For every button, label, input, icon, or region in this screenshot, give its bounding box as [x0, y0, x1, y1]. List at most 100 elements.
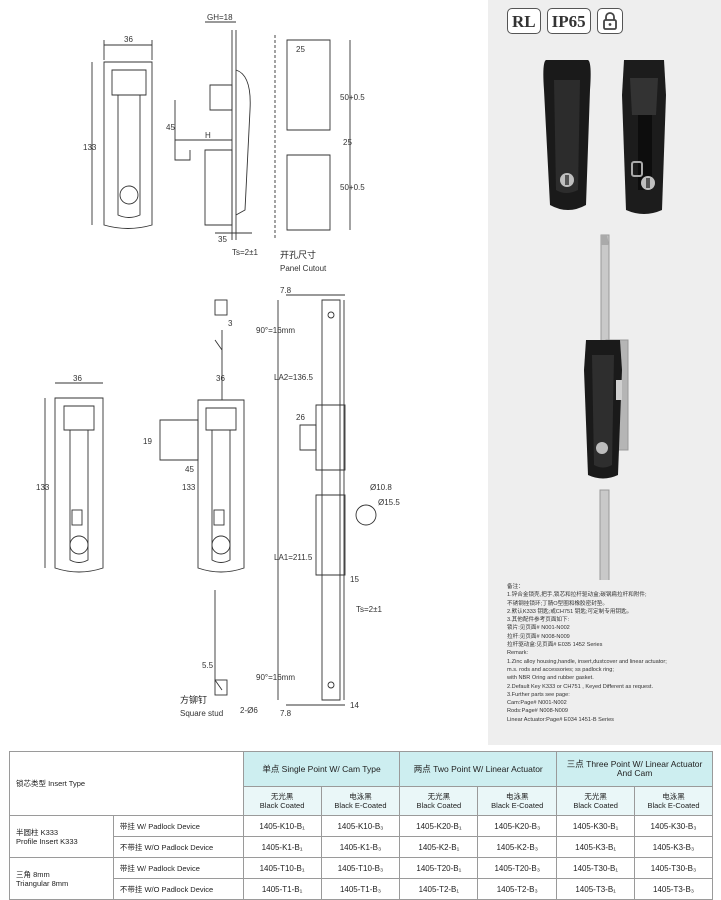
dim-36b: 36 — [216, 374, 225, 383]
lock-photos — [543, 60, 666, 580]
note-line: 1.Zinc alloy housing,handle, insert,dust… — [507, 658, 667, 665]
panel-cutout-drawing — [286, 39, 331, 131]
dim-55: 5.5 — [202, 661, 214, 670]
dim-35: 35 — [218, 235, 227, 244]
part-code: 1405-T30-B₃ — [634, 857, 713, 879]
group-two-point: 两点 Two Point W/ Linear Actuator — [399, 751, 558, 787]
part-code: 1405-T1-B₁ — [242, 878, 322, 900]
cutout-caption-cn: 开孔尺寸 — [280, 249, 316, 260]
part-code: 1405-T10-B₁ — [242, 857, 322, 879]
part-code: 1405-K10-B₃ — [320, 815, 401, 837]
part-code: 1405-K3-B₃ — [634, 836, 713, 858]
dim-25b: 25 — [343, 138, 352, 147]
note-line: 1.锌合金锁壳,把手,锁芯和拉杆驱动盒;碳钢扁拉杆和附件; — [507, 592, 647, 599]
dim-h: H — [205, 131, 211, 140]
dim-dia108: Ø10.8 — [370, 483, 392, 492]
dim-14: 14 — [350, 701, 359, 710]
table-row: 不带挂 W/O Padlock Device 1405-K1-B₁ 1405-K… — [10, 836, 713, 858]
note-line: 备注： — [507, 584, 524, 590]
dim-36a: 36 — [73, 374, 82, 383]
note-line: 3.Further parts see page: — [507, 691, 570, 698]
note-line: Remark: — [507, 650, 529, 657]
part-code: 1405-T20-B₃ — [477, 857, 558, 879]
product-photo-panel: RL IP65 — [488, 0, 721, 745]
part-code: 1405-K20-B₃ — [477, 815, 558, 837]
stud-caption-cn: 方铆钉 — [180, 694, 207, 705]
part-code: 1405-T20-B₁ — [399, 857, 479, 879]
dim-78a: 7.8 — [280, 286, 292, 295]
finish-en: Black Coated — [573, 801, 618, 810]
finish-en: Black E-Coated — [334, 801, 387, 810]
padlock-icon — [596, 8, 623, 34]
table-row: 不带挂 W/O Padlock Device 1405-T1-B₁ 1405-T… — [10, 878, 713, 900]
part-code: 1405-K10-B₁ — [242, 815, 322, 837]
handle-front-view — [103, 61, 153, 229]
part-code: 1405-T3-B₃ — [634, 878, 713, 900]
insert-type-header: 锁芯类型 Insert Type — [9, 751, 244, 816]
dim-25a: 25 — [296, 45, 305, 54]
linear-actuator-side-view — [321, 299, 341, 701]
insert-cn: 半圆柱 K333 — [16, 827, 59, 837]
dim-ts2: Ts=2±1 — [356, 605, 383, 614]
part-code: 1405-T1-B₃ — [320, 878, 401, 900]
technical-drawing: GH=18 36 133 45 H 35 Ts=2±1 25 25 50+0.5… — [36, 13, 400, 718]
lock-photo-with-rods — [584, 234, 629, 580]
lock-photo-front — [543, 60, 591, 210]
finish-cn: 无光黑 — [584, 792, 607, 801]
note-line: 拉杆驱动盒:见页面# E035 1452 Series — [507, 642, 603, 649]
finish-cn: 电泳黑 — [662, 792, 685, 801]
part-code: 1405-K30-B₁ — [556, 815, 636, 837]
note-line: 2.Default Key K333 or CH751 , Keyed Diff… — [507, 683, 654, 690]
group-three-point: 三点 Three Point W/ Linear Actuator And Ca… — [556, 751, 713, 787]
part-code: 1405-T10-B₃ — [320, 857, 401, 879]
dim-50a: 50+0.5 — [340, 93, 365, 102]
part-code: 1405-K1-B₁ — [242, 836, 322, 858]
ip65-badge: IP65 — [546, 8, 591, 34]
finish-cn: 电泳黑 — [505, 792, 529, 801]
rl-badge: RL — [507, 8, 541, 34]
dim-50b: 50+0.5 — [340, 183, 365, 192]
note-line: 锁片:见页面# N001-N002 — [507, 625, 570, 632]
dim-90a: 90°=16mm — [256, 326, 295, 335]
dim-3: 3 — [228, 319, 233, 328]
insert-en: Triangular 8mm — [16, 878, 69, 888]
dim-la1: LA1=211.5 — [274, 553, 313, 562]
stud-caption-en: Square stud — [180, 709, 223, 718]
part-code: 1405-T3-B₁ — [556, 878, 636, 900]
dim-133b: 133 — [182, 483, 196, 492]
insert-en: Profile Insert K333 — [16, 836, 78, 846]
device-cell: 带挂 W/ Padlock Device — [112, 857, 244, 879]
dim-133a: 133 — [36, 483, 50, 492]
cutout-caption-en: Panel Cutout — [280, 264, 327, 273]
dim-dia155: Ø15.5 — [378, 498, 400, 507]
note-line: 拉杆:见页面# N008-N009 — [507, 633, 570, 640]
dim-26: 26 — [296, 413, 305, 422]
finish-cn: 无光黑 — [427, 792, 451, 801]
dim-45: 45 — [166, 123, 175, 132]
part-code: 1405-K3-B₁ — [556, 836, 636, 858]
note-line: 不锈钢挂锁环;丁腈O型圈和橡胶密封垫。 — [507, 600, 608, 607]
dim-gh: GH=18 — [207, 13, 233, 22]
spec-table: 锁芯类型 Insert Type 单点 Single Point W/ Cam … — [9, 751, 713, 900]
finish-cn: 电泳黑 — [349, 792, 372, 801]
bottom-handle-rod-view — [197, 399, 245, 573]
dim-top-width: 36 — [124, 35, 133, 44]
rating-badges: RL IP65 — [507, 8, 623, 34]
note-line: m.s. rods and accessories; ss padlock ri… — [507, 666, 614, 673]
device-cell: 带挂 W/ Padlock Device — [112, 815, 244, 837]
dim-ts: Ts=2±1 — [232, 248, 259, 257]
part-code: 1405-K1-B₃ — [320, 836, 401, 858]
remarks-notes: 备注： 1.锌合金锁壳,把手,锁芯和拉杆驱动盒;碳钢扁拉杆和附件;不锈钢挂锁环;丁… — [507, 583, 717, 724]
dim-90b: 90°=16mm — [256, 673, 295, 682]
insert-cn: 三角 8mm — [16, 869, 50, 879]
note-line: 2.默认K333 钥匙;或CH751 钥匙;可定制专用钥匙。 — [507, 608, 633, 615]
part-code: 1405-K30-B₃ — [634, 815, 713, 837]
